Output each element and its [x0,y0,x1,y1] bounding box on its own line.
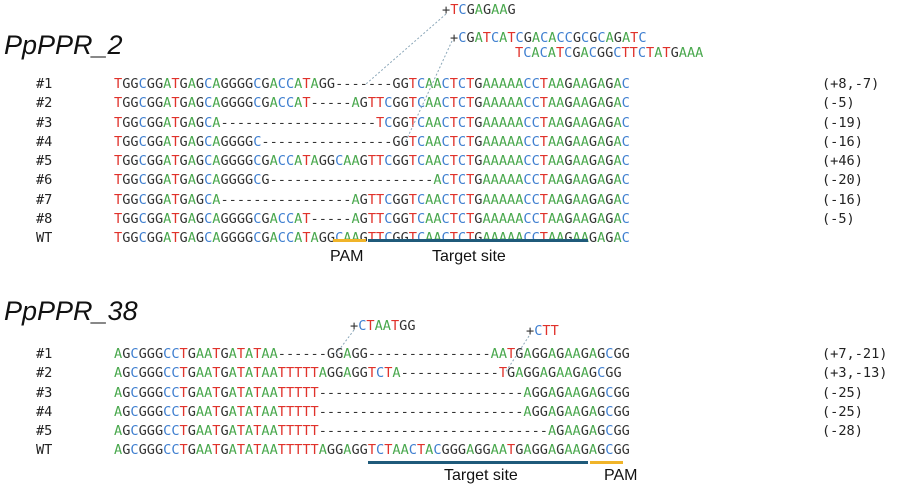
pam-bar [590,461,623,464]
indel-note: (-28) [822,423,863,440]
aligned-sequence: TGGCGGATGAGCAGGGGC----------------GGTCAA… [114,133,630,150]
row-label: #2 [36,95,53,112]
aligned-sequence: AGCGGGCCTGAATGATATAATTTTT---------------… [114,384,630,401]
insertion-sequence: TCACATCGACGGCTTCTATGAAA [515,45,704,61]
target-site-bar [368,461,588,464]
row-label: WT [36,230,53,247]
row-label: #7 [36,191,53,208]
insertion-sequence: +CGATCATCGACACCGCGCAGATC [450,30,647,46]
aligned-sequence: AGCGGGCCTGAATGATATAATTTTT---------------… [114,403,630,420]
indel-note [822,229,879,248]
indel-note: (+8,-7) [822,76,880,92]
aligned-sequence: AGCGGGCCTGAATGATATAA------GGAGG---------… [114,346,630,362]
aligned-sequence: AGCGGGCCTGAATGATATAATTTTTAGGAGGTCTAACTAC… [114,442,630,459]
row-label: #8 [36,211,53,228]
insertion-sequence: +TCGAGAAG [442,2,516,18]
row-label: #4 [36,403,53,420]
row-label: #3 [36,114,53,131]
row-label: #5 [36,153,53,170]
row-label: #2 [36,365,53,382]
indel-note: (-19) [822,114,863,131]
indel-note: (-16) [822,191,863,208]
insertion-sequence: +CTT [526,323,559,339]
aligned-sequence: TGGCGGATGAGCAGGGGCGACCATAGGCAAGTTCGGTCAA… [114,230,630,247]
aligned-sequence: AGCGGGCCTGAATGATATAATTTTTAGGAGGTCTA-----… [114,365,622,382]
indel-note: (-25) [822,403,863,420]
indel-note: (-5) [822,211,855,228]
aligned-sequence: TGGCGGATGAGCAGGGGCG--------------------A… [114,172,630,189]
aligned-sequence: TGGCGGATGAGCA----------------AGTTCGGTCAA… [114,191,630,208]
indel-notes: (+8,-7) (-5) (-19) (-16) (+46) (-20) (-16) (-5) [822,75,879,249]
pam-label: PAM [604,467,638,484]
indel-note: (+7,-21) [822,346,888,362]
aligned-sequence: TGGCGGATGAGCAGGGGCGACCATAGG-------GGTCAA… [114,76,630,92]
indel-note: (+3,-13) [822,365,888,382]
pam-bar [333,239,366,242]
row-label: WT [36,442,53,459]
sequence-alignment: AGCGGGCCTGAATGATATAA------GGAGG---------… [114,345,630,461]
row-label: #5 [36,423,53,440]
insertion-sequence: +CTAATGG [350,318,416,334]
target-site-bar [368,239,588,242]
aligned-sequence: TGGCGGATGAGCAGGGGCGACCAT-----AGTTCGGTCAA… [114,95,630,112]
indel-note: (-20) [822,172,863,189]
panel-title: PpPPR_2 [4,30,123,60]
indel-note [822,441,887,460]
indel-note: (-16) [822,133,863,150]
indel-notes: (+7,-21) (+3,-13) (-25) (-25) (-28) [822,345,887,461]
row-label: #1 [36,346,53,362]
row-label: #4 [36,133,53,150]
aligned-sequence: AGCGGGCCTGAATGATATAATTTTT---------------… [114,423,630,440]
panel-title: PpPPR_38 [4,296,138,326]
target-site-label: Target site [444,467,518,484]
pam-label: PAM [330,248,364,265]
indel-note: (-25) [822,384,863,401]
row-label: #1 [36,76,53,92]
sequence-alignment: TGGCGGATGAGCAGGGGCGACCATAGG-------GGTCAA… [114,75,630,249]
aligned-sequence: TGGCGGATGAGCAGGGGCGACCATAGGCAAGTTCGGTCAA… [114,153,630,170]
indel-note: (+46) [822,153,863,170]
row-label: #3 [36,384,53,401]
aligned-sequence: TGGCGGATGAGCA-------------------TCGGTCAA… [114,114,630,131]
target-site-label: Target site [432,248,506,265]
aligned-sequence: TGGCGGATGAGCAGGGGCGACCAT-----AGTTCGGTCAA… [114,211,630,228]
row-label: #6 [36,172,53,189]
indel-note: (-5) [822,95,855,112]
